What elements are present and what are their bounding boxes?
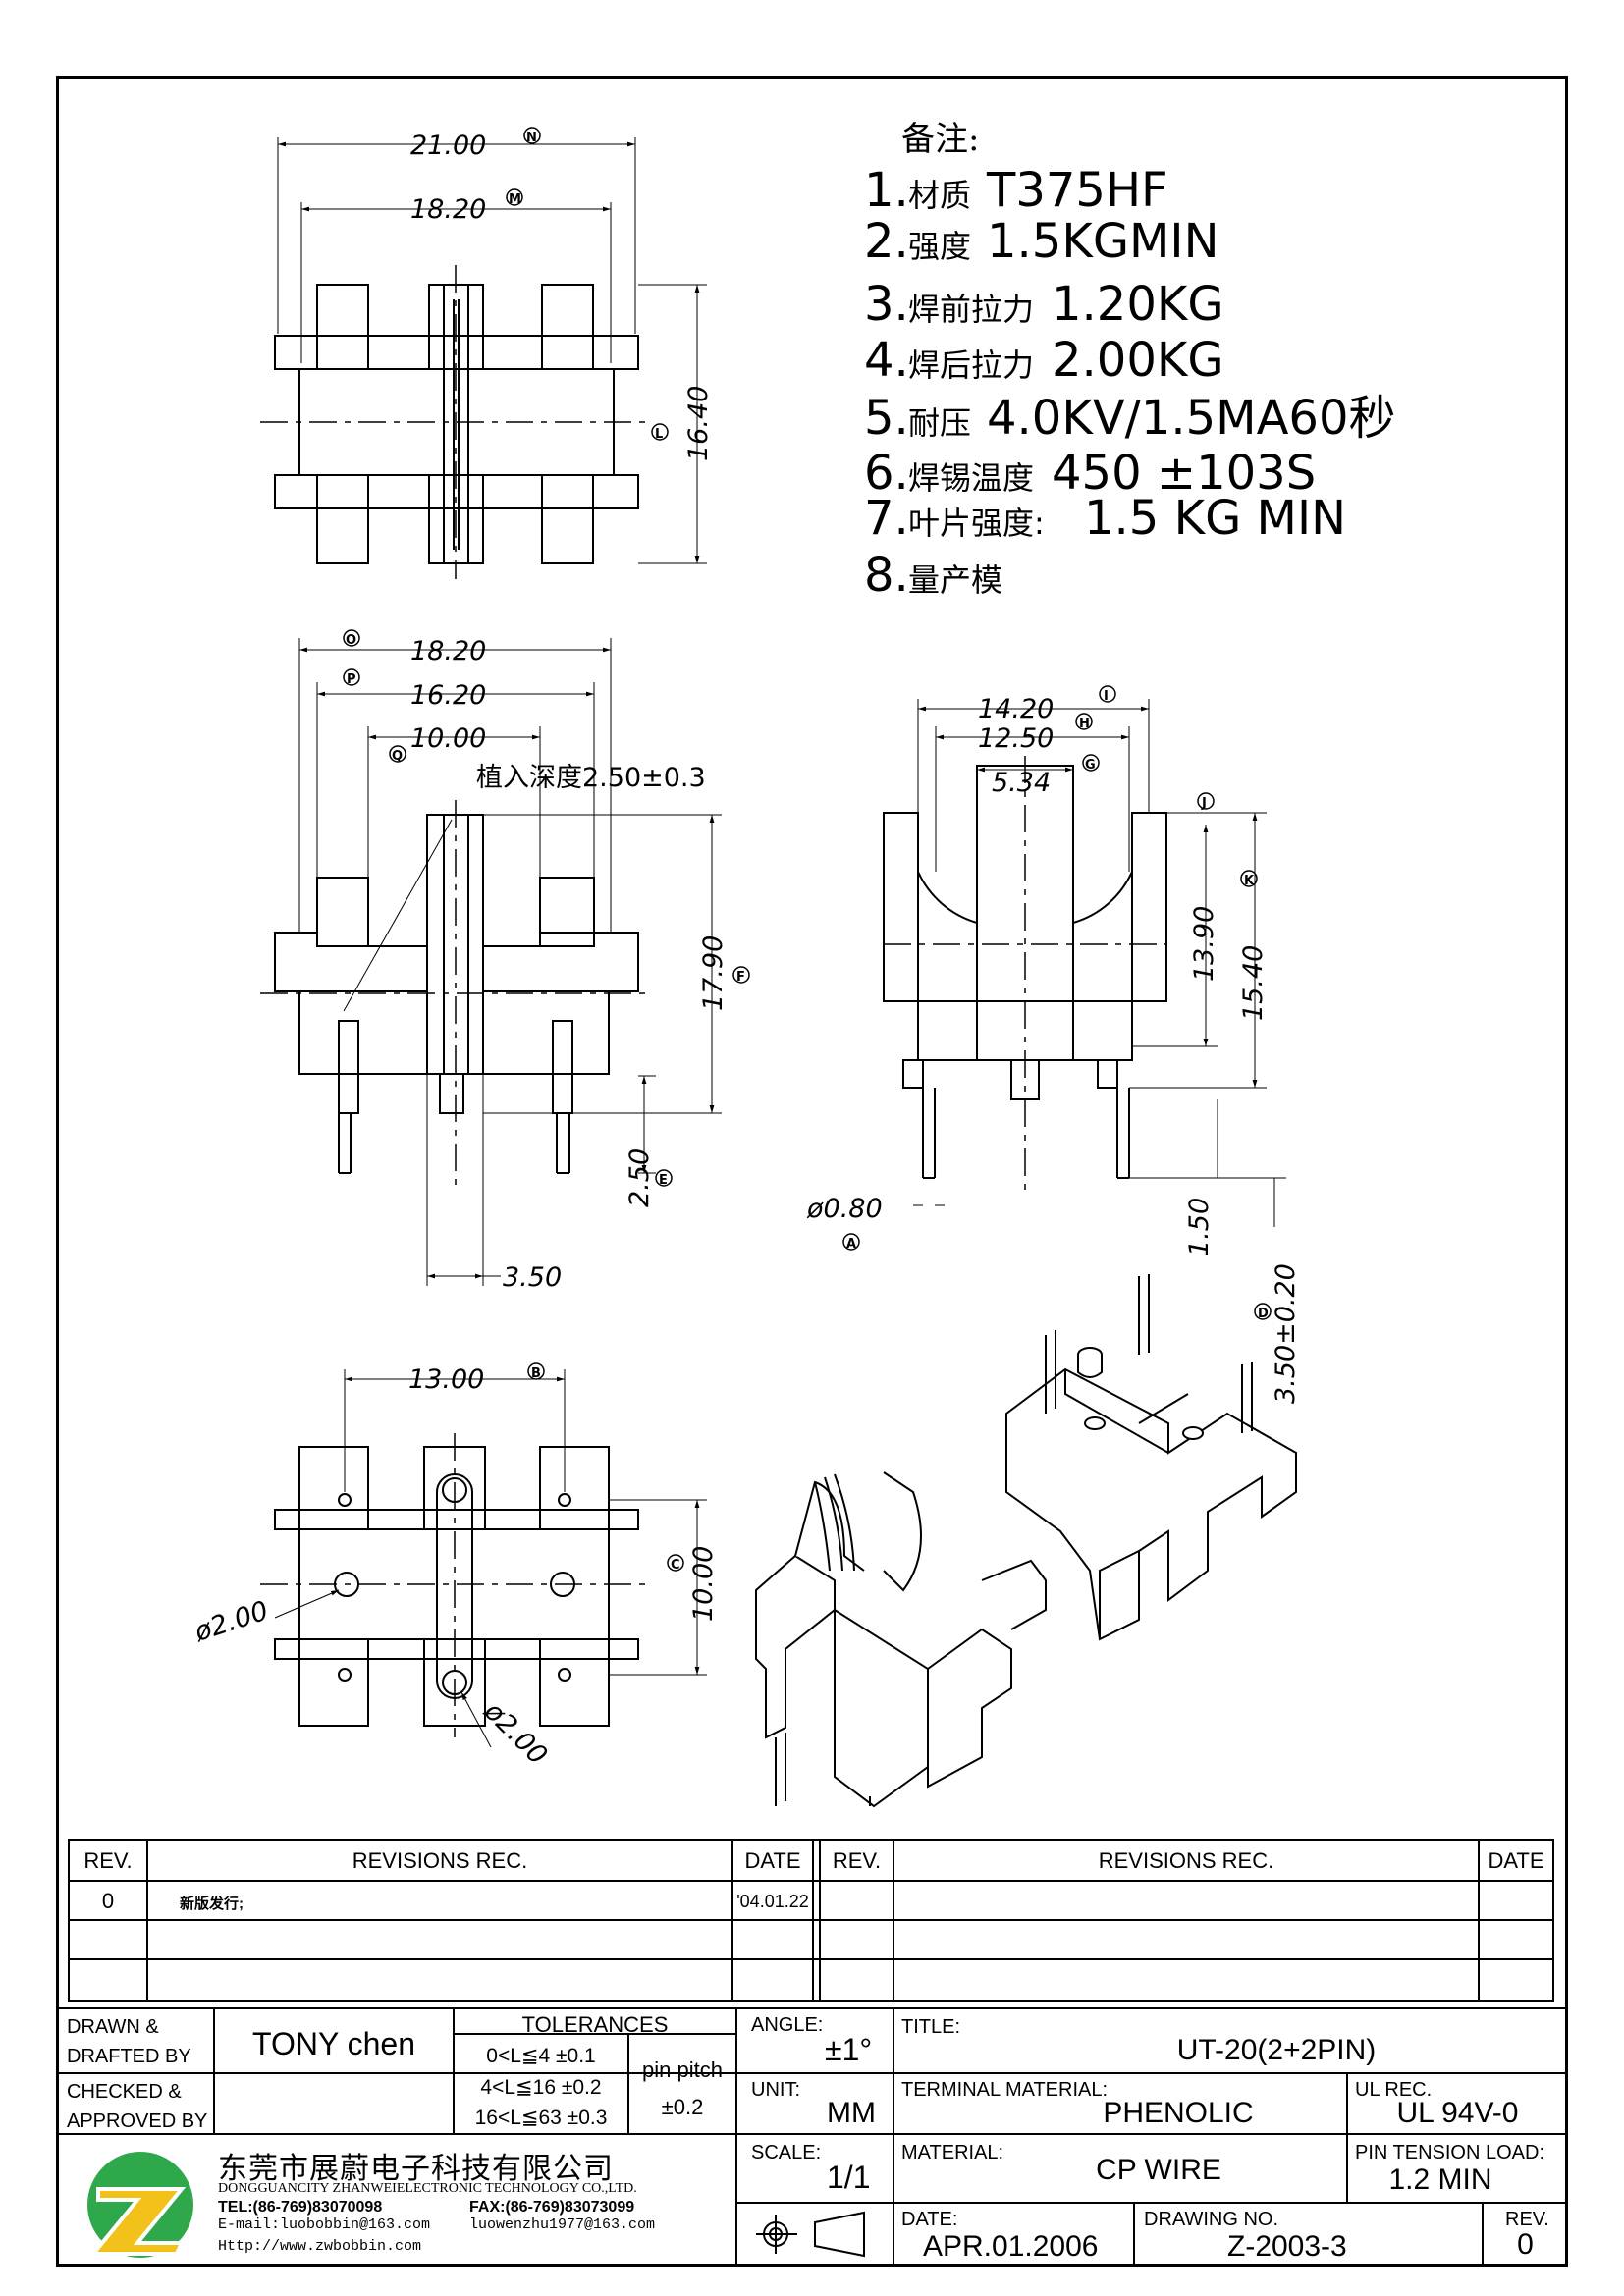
marker-g: G — [1085, 758, 1096, 773]
note-label: 材质 — [908, 177, 971, 214]
note-number: 8. — [864, 548, 909, 603]
marker-o: O — [346, 633, 356, 648]
note-item: 2.强度 1.5KGMIN — [864, 214, 1218, 269]
marker-n: N — [526, 131, 537, 145]
dim-front-2-5: 2.50 — [624, 1148, 655, 1207]
marker-h: H — [1079, 717, 1090, 731]
note-value: 2.00KG — [1052, 333, 1224, 388]
dim-side-13-9: 13.90 — [1189, 906, 1219, 982]
note-number: 7. — [864, 491, 909, 546]
drawing-frame — [56, 76, 1568, 2267]
bottom-view — [260, 1369, 707, 1748]
front-view-labels: 18.20 16.20 10.00 植入深度2.50±0.3 17.90 2.5… — [343, 629, 750, 1293]
note-label: 量产模 — [908, 561, 1002, 599]
marker-c: C — [671, 1558, 680, 1573]
dim-pin-dia: ø0.80 — [806, 1194, 883, 1224]
marker-p: P — [347, 672, 356, 687]
note-item: 5.耐压 4.0KV/1.5MA60秒 — [864, 391, 1396, 446]
dim-front-17-9: 17.90 — [698, 935, 729, 1011]
note-number: 6. — [864, 446, 909, 501]
note-number: 2. — [864, 214, 909, 269]
marker-k: K — [1244, 874, 1255, 888]
note-number: 3. — [864, 277, 909, 332]
dim-side-1-5: 1.50 — [1184, 1198, 1215, 1256]
dim-front-10: 10.00 — [410, 723, 486, 754]
isometric-view-right — [1005, 1274, 1297, 1641]
note-label: 焊锡温度 — [908, 459, 1034, 497]
marker-j: J — [1201, 796, 1207, 811]
isometric-view-left — [755, 1471, 1047, 1808]
dim-front-3-5: 3.50 — [503, 1262, 562, 1293]
insert-depth-note: 植入深度2.50±0.3 — [476, 763, 706, 793]
dim-front-16-2: 16.20 — [410, 680, 486, 711]
top-view — [260, 137, 707, 579]
dim-side-15-4: 15.40 — [1238, 945, 1269, 1021]
note-item: 8.量产模 — [864, 548, 1002, 603]
note-number: 1. — [864, 163, 909, 218]
dim-16-4: 16.40 — [683, 386, 714, 461]
dim-bottom-13: 13.00 — [408, 1364, 484, 1395]
note-value: T375HF — [986, 163, 1168, 218]
marker-e: E — [659, 1173, 668, 1188]
note-value: 450 ±103S — [1052, 446, 1316, 501]
top-view-labels: 21.00 18.20 16.40 N M L — [410, 127, 714, 461]
dim-18-2: 18.20 — [410, 194, 486, 225]
note-value: 1.5 KG MIN — [1084, 491, 1346, 546]
dim-hole-1: ø2.00 — [190, 1595, 272, 1647]
marker-i: I — [1104, 689, 1109, 704]
dim-side-3-5: 3.50±0.20 — [1271, 1263, 1301, 1404]
table-lines — [56, 1839, 1568, 2267]
marker-f: F — [736, 970, 745, 985]
dim-side-12-5: 12.50 — [978, 723, 1054, 754]
note-label: 焊后拉力 — [908, 347, 1034, 384]
dim-bottom-10: 10.00 — [688, 1546, 719, 1622]
note-value: 1.20KG — [1052, 277, 1224, 332]
note-label: 叶片强度: — [908, 505, 1045, 542]
company-logo — [87, 2152, 193, 2258]
note-item: 4.焊后拉力 2.00KG — [864, 333, 1224, 388]
note-number: 4. — [864, 333, 909, 388]
note-item: 6.焊锡温度 450 ±103S — [864, 446, 1316, 501]
note-value: 1.5KGMIN — [987, 214, 1218, 269]
note-value: 4.0KV/1.5MA60秒 — [987, 391, 1396, 446]
note-label: 耐压 — [908, 404, 971, 442]
note-label: 焊前拉力 — [908, 291, 1034, 328]
side-view-labels: 14.20 12.50 5.34 13.90 15.40 ø0.80 1.50 … — [806, 685, 1301, 1404]
marker-l: L — [655, 427, 663, 442]
note-item: 3.焊前拉力 1.20KG — [864, 277, 1224, 332]
marker-q: Q — [392, 749, 403, 764]
marker-d: D — [1258, 1307, 1269, 1321]
marker-a: A — [846, 1237, 856, 1252]
dim-side-14-2: 14.20 — [978, 694, 1054, 724]
front-view — [260, 638, 722, 1286]
note-number: 5. — [864, 391, 909, 446]
dim-21: 21.00 — [410, 131, 486, 161]
note-item: 7.叶片强度: 1.5 KG MIN — [864, 491, 1346, 546]
note-label: 强度 — [908, 228, 971, 265]
dim-side-5-34: 5.34 — [992, 768, 1051, 798]
marker-m: M — [509, 192, 521, 207]
marker-b: B — [531, 1366, 541, 1381]
dim-front-18-2: 18.20 — [410, 636, 486, 667]
notes-heading: 备注: — [901, 120, 979, 159]
side-view — [883, 699, 1286, 1227]
note-item: 1.材质 T375HF — [864, 163, 1168, 218]
dim-hole-2: ø2.00 — [477, 1695, 553, 1771]
